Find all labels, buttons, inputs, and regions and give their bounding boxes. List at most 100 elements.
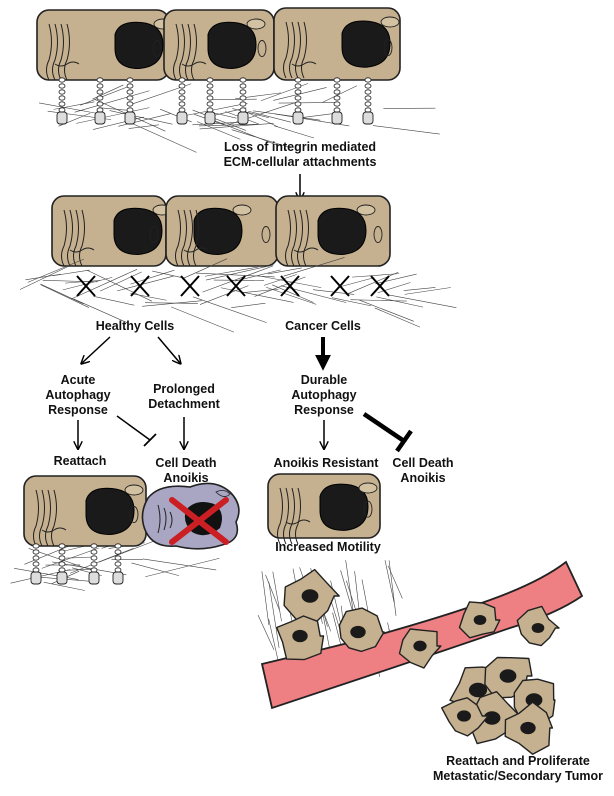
er-membrane — [61, 209, 67, 267]
integrin-link — [294, 107, 302, 113]
integrin-link — [58, 555, 66, 561]
ecm-fiber — [331, 297, 372, 307]
ecm-fiber — [388, 294, 457, 308]
ecm-fiber — [69, 547, 134, 574]
integrin-foot — [94, 111, 106, 125]
integrin-link — [126, 89, 134, 95]
er-membrane — [51, 489, 57, 547]
integrin-link — [114, 567, 122, 573]
broken-link — [280, 275, 300, 297]
integrin-link — [364, 89, 372, 95]
ecm-fiber — [99, 271, 142, 292]
ecm-fiber — [185, 102, 248, 116]
mitochondrion — [363, 500, 373, 518]
integrin-foot — [362, 111, 374, 125]
integrin-link — [333, 95, 341, 101]
ecm-fiber — [192, 109, 246, 131]
ecm-fiber — [248, 110, 291, 123]
ecm-fiber — [352, 273, 400, 278]
final-label-2: Metastatic/Secondary Tumor — [433, 769, 603, 783]
er-membrane — [187, 209, 193, 267]
ecm-fiber — [340, 277, 375, 287]
integrin-link — [126, 95, 134, 101]
integrin-link — [239, 83, 247, 89]
er-membrane — [79, 209, 85, 267]
ecm-fiber — [129, 122, 197, 153]
integrin-link — [58, 543, 66, 549]
mitochondrion — [358, 482, 378, 494]
integrin-foot — [237, 111, 249, 125]
ecm-fiber — [199, 123, 274, 130]
er-membrane — [179, 23, 185, 81]
integrin-link — [90, 567, 98, 573]
er-membrane — [52, 23, 58, 81]
cell-death-right-label-2: Anoikis — [400, 471, 445, 485]
acute-label-2: Autophagy — [45, 388, 110, 402]
nucleus — [113, 207, 163, 256]
integrin-link — [58, 549, 66, 555]
integrin-link — [96, 95, 104, 101]
prolonged-label-1: Prolonged — [153, 382, 215, 396]
ecm-fiber — [19, 266, 68, 290]
integrin-link — [58, 89, 66, 95]
ecm-fiber — [375, 273, 417, 285]
integrin-foot — [30, 571, 42, 585]
ecm-fiber — [246, 111, 279, 128]
ecm-fiber — [267, 267, 302, 275]
broken-link — [130, 275, 150, 297]
inhibit-durable-death — [362, 412, 413, 453]
integrin-link — [32, 549, 40, 555]
integrin-link — [58, 77, 66, 83]
ecm-fiber — [272, 284, 314, 303]
ecm-fiber — [205, 266, 259, 277]
mitochondrion — [356, 204, 376, 216]
ecm-fiber — [40, 283, 84, 305]
ecm-fiber — [131, 562, 180, 576]
integrin-link — [206, 101, 214, 107]
integrin-link — [239, 77, 247, 83]
ecm-fiber — [128, 124, 159, 129]
er-membrane — [283, 487, 289, 545]
ecm-fiber — [377, 282, 411, 294]
ecm-fiber — [42, 279, 98, 283]
acute-label-3: Response — [48, 403, 108, 417]
integrin-foot — [124, 111, 136, 125]
attached-cell-row-detached — [51, 195, 391, 267]
mitochondrion — [380, 16, 400, 28]
integrin-link — [364, 95, 372, 101]
reattach-label: Reattach — [54, 454, 107, 468]
integrin-link — [333, 83, 341, 89]
integrin-link — [58, 567, 66, 573]
motility-fiber — [272, 571, 282, 622]
mitochondrion — [129, 506, 139, 523]
cancer-cells-label: Cancer Cells — [285, 319, 361, 333]
golgi — [183, 247, 209, 253]
ecm-fiber — [359, 299, 414, 322]
ecm-fiber — [145, 557, 220, 578]
migrating-cells — [276, 568, 560, 669]
er-membrane — [303, 209, 309, 267]
integrin-link — [206, 95, 214, 101]
integrin-link — [206, 83, 214, 89]
inhibit-acute-death — [116, 415, 157, 447]
integrin-link — [96, 83, 104, 89]
mitochondrion — [152, 40, 162, 57]
ecm-fiber — [27, 258, 84, 283]
acute-label-1: Acute — [61, 373, 96, 387]
integrin-link — [96, 101, 104, 107]
integrin-foot — [112, 571, 124, 585]
ecm-fiber — [231, 302, 266, 309]
healthy-cells-label: Healthy Cells — [96, 319, 175, 333]
integrin-link — [333, 101, 341, 107]
integrin-link — [126, 107, 134, 113]
golgi — [181, 61, 207, 67]
er-membrane — [283, 21, 289, 79]
integrin-link — [58, 107, 66, 113]
integrin-link — [58, 561, 66, 567]
nucleus — [319, 483, 369, 531]
ecm-fiber — [38, 102, 104, 115]
nucleus — [457, 710, 471, 722]
motility-fiber — [387, 565, 403, 599]
integrin-foot — [88, 571, 100, 585]
nucleus — [193, 207, 243, 256]
